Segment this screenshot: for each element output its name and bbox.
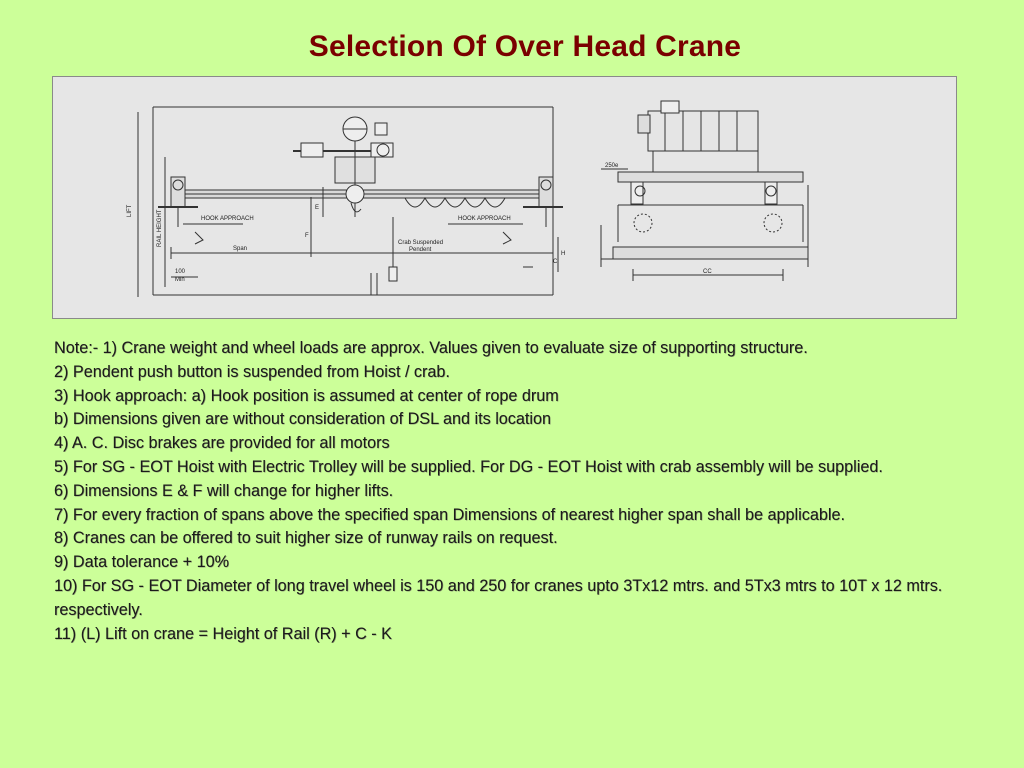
note-line: 3) Hook approach: a) Hook position is as…	[54, 386, 559, 405]
label-span: Span	[233, 246, 247, 252]
crane-drawing-svg: HOOK APPROACH HOOK APPROACH Span Crab Su…	[127, 100, 809, 297]
label-f: F	[305, 233, 309, 239]
crane-drawing: HOOK APPROACH HOOK APPROACH Span Crab Su…	[52, 76, 957, 319]
note-line: 9) Data tolerance + 10%	[54, 553, 230, 572]
note-line: 8) Cranes can be offered to suit higher …	[54, 529, 558, 548]
label-e: E	[315, 205, 319, 211]
label-lift: LIFT	[127, 204, 133, 217]
label-crab-pendent-1: Crab Suspended	[398, 240, 443, 246]
label-rail: RAIL HEIGHT	[157, 209, 163, 247]
note-line: 2) Pendent push button is suspended from…	[54, 362, 450, 381]
label-hook-approach-left: HOOK APPROACH	[201, 216, 254, 222]
label-min: Min	[175, 277, 185, 283]
label-100: 100	[175, 269, 186, 275]
note-line: 6) Dimensions E & F will change for high…	[54, 481, 394, 500]
note-line: 5) For SG - EOT Hoist with Electric Trol…	[54, 457, 883, 476]
label-h: H	[561, 251, 565, 257]
note-line: 7) For every fraction of spans above the…	[54, 505, 845, 524]
note-line: Note:- 1) Crane weight and wheel loads a…	[54, 339, 808, 357]
notes-block: Note:- 1) Crane weight and wheel loads a…	[54, 337, 954, 646]
note-line: 10) For SG - EOT Diameter of long travel…	[54, 576, 943, 619]
label-crab-pendent-2: Pendent	[409, 247, 432, 253]
label-c: C	[553, 259, 558, 265]
label-hook-approach-right: HOOK APPROACH	[458, 216, 511, 222]
label-250: 250e	[605, 163, 619, 169]
slide-title: Selection Of Over Head Crane	[308, 30, 742, 63]
label-cc: CC	[703, 269, 712, 275]
note-line: 11) (L) Lift on crane = Height of Rail (…	[54, 624, 392, 643]
note-line: b) Dimensions given are without consider…	[54, 410, 551, 429]
note-line: 4) A. C. Disc brakes are provided for al…	[54, 434, 390, 453]
